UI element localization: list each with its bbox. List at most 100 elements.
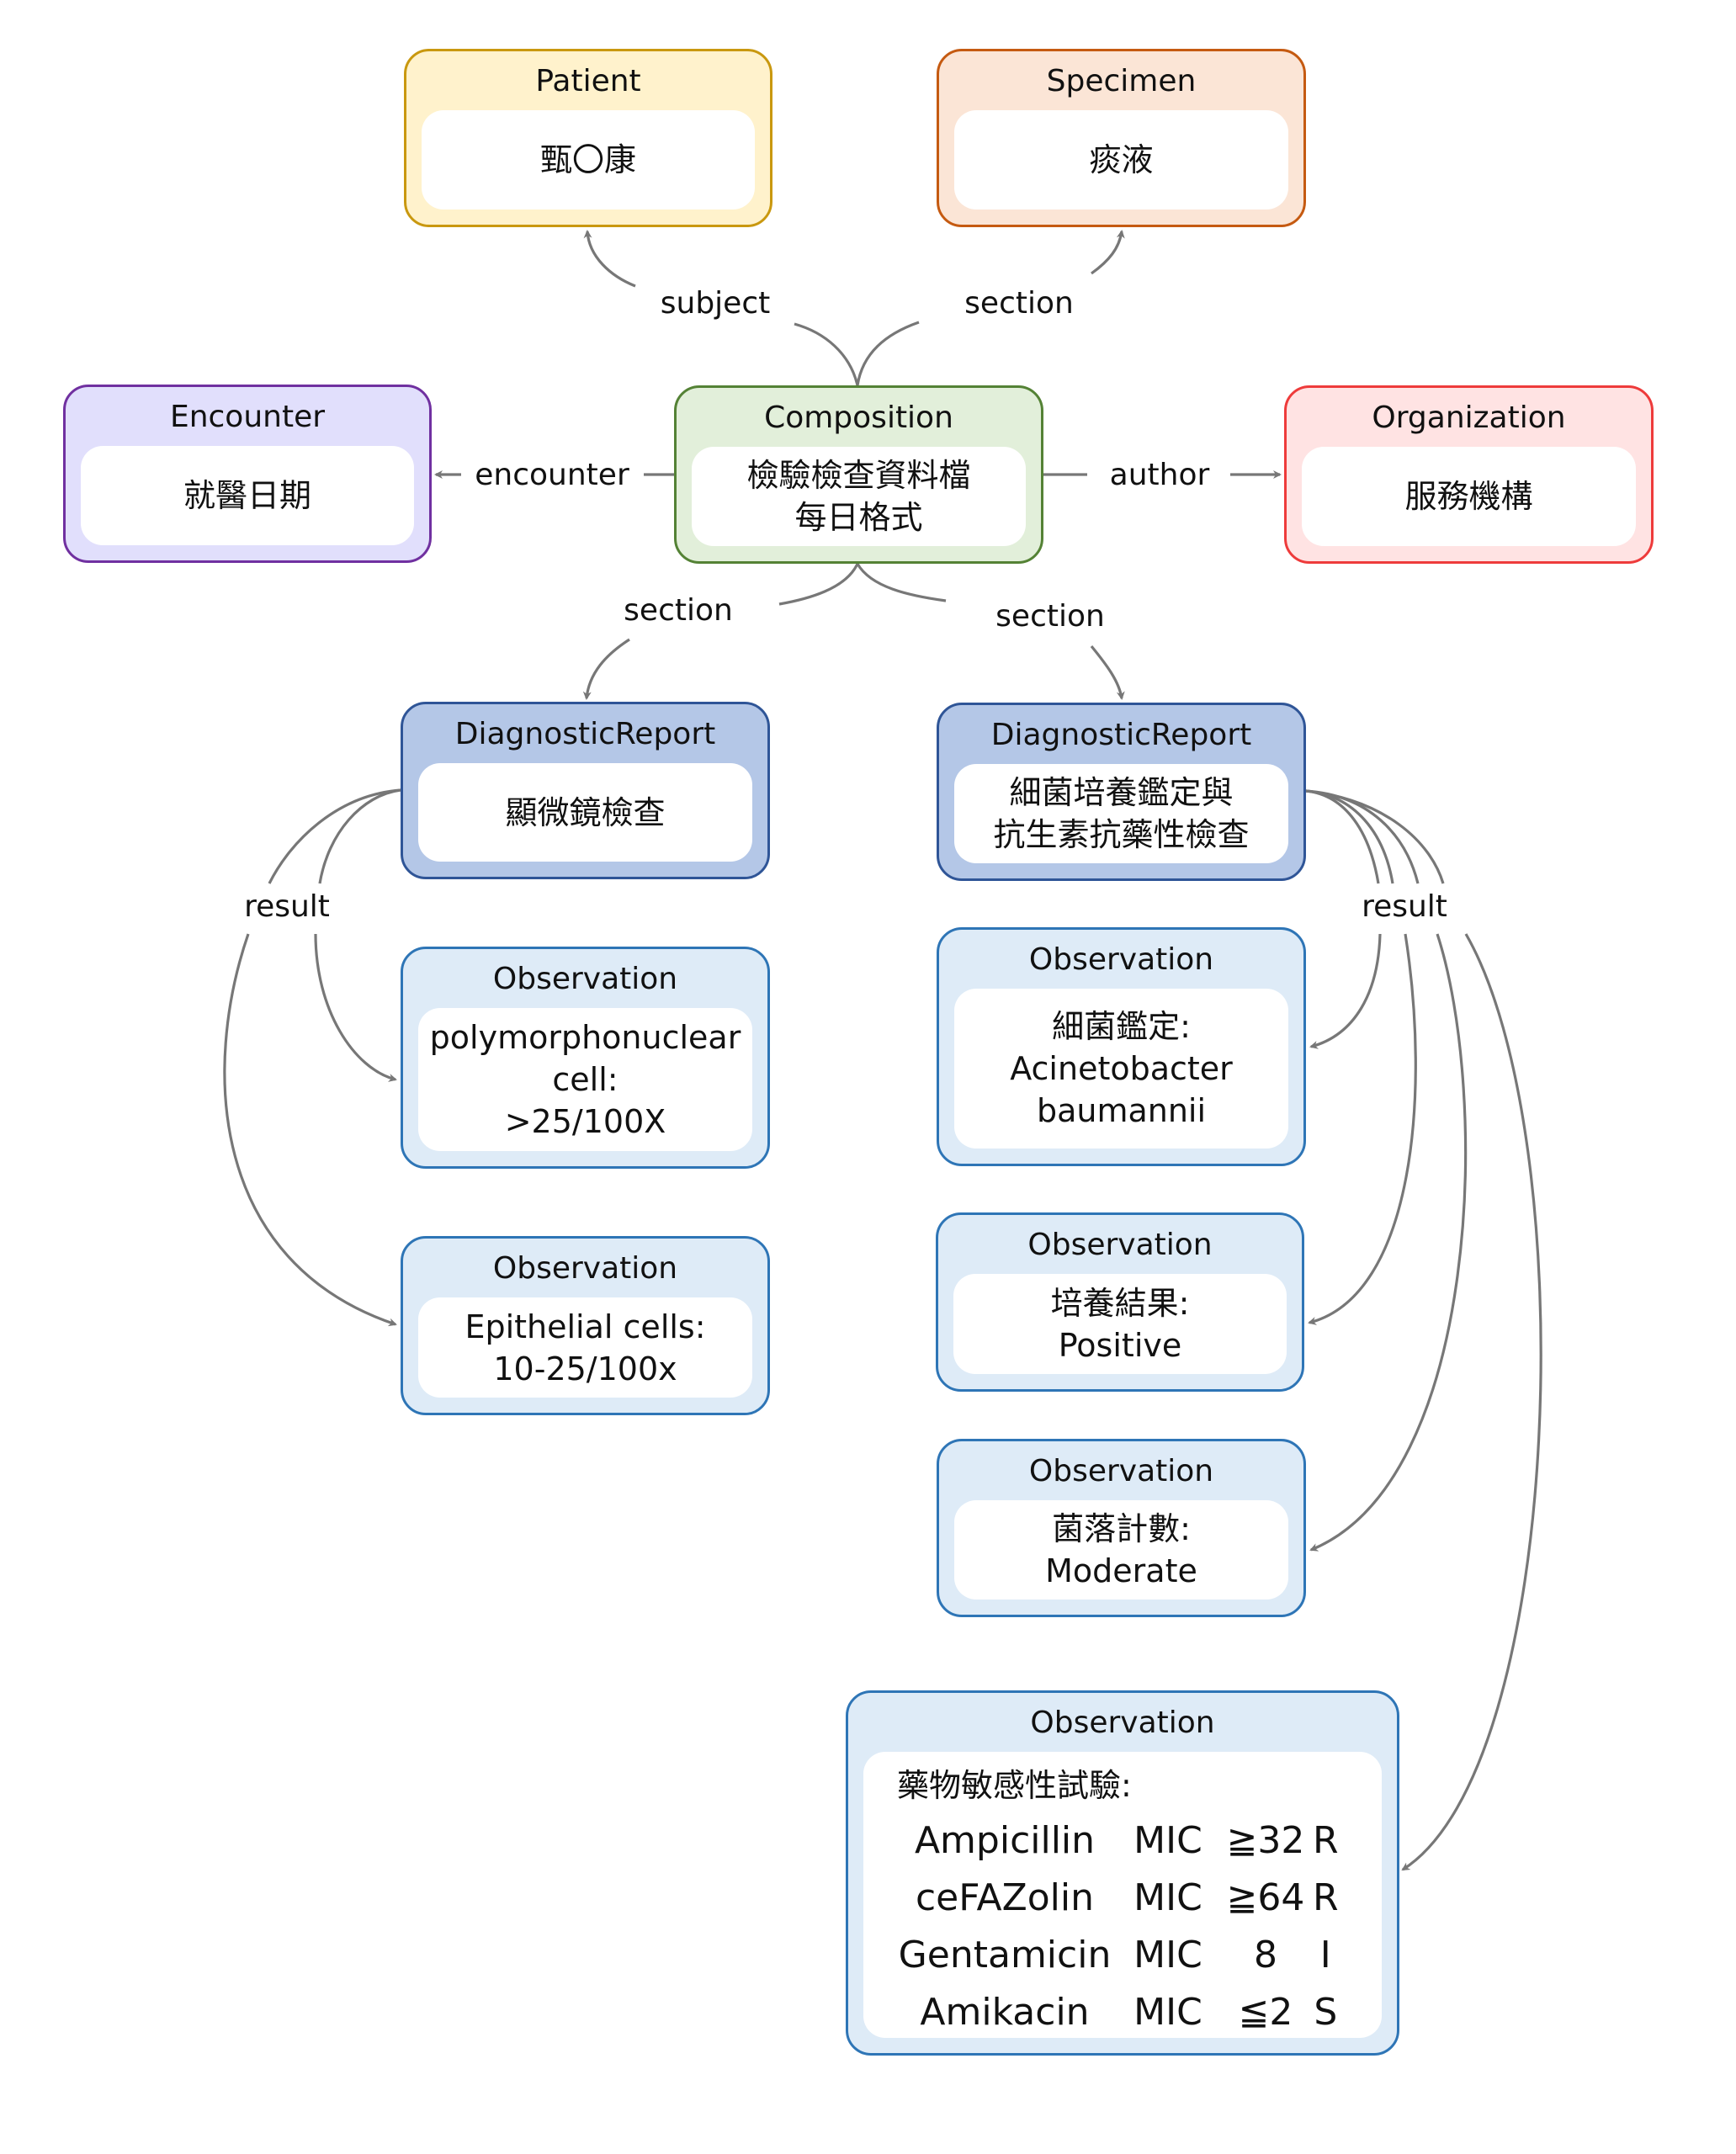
node-line: 甄〇康 [539, 141, 636, 178]
node-body: 甄〇康 [422, 110, 755, 210]
node-title: DiagnosticReport [454, 717, 716, 751]
test-method: MIC [1133, 1819, 1202, 1862]
edge-section-left-lower [582, 638, 630, 700]
drug-name: Gentamicin [898, 1934, 1112, 1976]
edge-result-left-epi-lower [223, 933, 397, 1327]
node-body: Epithelial cells: 10-25/100x [418, 1297, 752, 1398]
node-title: Specimen [1046, 64, 1197, 98]
edge-result-right-pos-upper [1305, 789, 1394, 884]
node-line: 顯微鏡檢查 [505, 793, 666, 831]
node-body: 就醫日期 [81, 446, 414, 545]
node-line: 細菌鑑定: [1052, 1008, 1191, 1045]
node-line: baumannii [1036, 1092, 1207, 1129]
drug-name: Ampicillin [914, 1819, 1096, 1862]
node-line: 細菌培養鑑定與 [1009, 774, 1234, 811]
node-line: 培養結果: [1050, 1284, 1190, 1322]
node-title: Encounter [169, 400, 326, 434]
node-line: 10-25/100x [493, 1350, 677, 1387]
node-body: 服務機構 [1302, 447, 1636, 546]
edge-result-right-id-lower [1309, 933, 1382, 1049]
node-line: 就醫日期 [183, 477, 311, 514]
node-obs-susceptibility[interactable]: Observation 藥物敏感性試驗: Ampicillin MIC ≧32 … [846, 1690, 1399, 2056]
node-body: 細菌鑑定: Acinetobacter baumannii [954, 989, 1288, 1149]
node-title: Composition [764, 401, 953, 435]
edge-label-result-right: result [1356, 889, 1452, 926]
edge-label-author: author [1104, 457, 1215, 494]
edge-label-subject: subject [655, 285, 776, 322]
node-title: Observation [1030, 1706, 1215, 1740]
drug-name: ceFAZolin [915, 1876, 1095, 1919]
node-body: 菌落計數: Moderate [954, 1500, 1288, 1600]
node-line: 菌落計數: [1052, 1510, 1191, 1547]
edge-label-encounter: encounter [470, 457, 634, 494]
node-obs-colony-count[interactable]: Observation 菌落計數: Moderate [937, 1439, 1306, 1617]
edge-label-section-specimen: section [959, 285, 1079, 322]
interpretation: R [1313, 1819, 1339, 1862]
node-title: Patient [535, 64, 641, 98]
edge-label-section-left: section [618, 592, 738, 629]
edge-result-left-epi-upper [268, 788, 401, 884]
edge-label-result-left: result [239, 889, 335, 926]
interpretation: R [1313, 1876, 1339, 1919]
node-encounter[interactable]: Encounter 就醫日期 [63, 385, 432, 563]
node-line: 每日格式 [794, 499, 923, 536]
test-method: MIC [1133, 1934, 1202, 1976]
node-title: DiagnosticReport [990, 718, 1252, 752]
node-composition[interactable]: Composition 檢驗檢查資料檔 每日格式 [674, 385, 1043, 564]
node-obs-epithelial[interactable]: Observation Epithelial cells: 10-25/100x [401, 1236, 770, 1415]
edge-result-right-mic-lower [1401, 933, 1542, 1871]
node-title: Organization [1372, 401, 1566, 435]
edge-section-specimen-upper [1091, 230, 1125, 275]
node-patient[interactable]: Patient 甄〇康 [404, 49, 772, 227]
edge-section-right-lower [1090, 645, 1125, 700]
node-line: 抗生素抗藥性檢查 [993, 816, 1250, 853]
node-organization[interactable]: Organization 服務機構 [1284, 385, 1654, 564]
edge-result-right-mod-lower [1309, 933, 1468, 1552]
node-line: 服務機構 [1404, 478, 1533, 515]
test-method: MIC [1133, 1876, 1202, 1919]
edge-result-right-mic-upper [1305, 789, 1445, 884]
edge-section-specimen-lower [856, 321, 920, 386]
node-specimen[interactable]: Specimen 痰液 [937, 49, 1306, 227]
node-line: polymorphonuclear [429, 1019, 741, 1056]
susceptibility-table: Ampicillin MIC ≧32 R ceFAZolin MIC ≧64 R… [892, 1812, 1339, 2041]
node-report-microscopy[interactable]: DiagnosticReport 顯微鏡檢查 [401, 702, 770, 879]
mic-value: 8 [1254, 1934, 1277, 1976]
node-line: >25/100X [504, 1103, 666, 1140]
node-body: polymorphonuclear cell: >25/100X [418, 1008, 752, 1151]
mic-value: ≦2 [1238, 1991, 1293, 2034]
node-title: Observation [492, 1251, 678, 1286]
table-row: Ampicillin MIC ≧32 R [892, 1812, 1339, 1870]
mic-value: ≧32 [1226, 1819, 1305, 1862]
node-obs-pmn[interactable]: Observation polymorphonuclear cell: >25/… [401, 947, 770, 1169]
test-method: MIC [1133, 1991, 1202, 2034]
drug-name: Amikacin [920, 1991, 1090, 2034]
edge-section-left-upper [778, 563, 859, 606]
node-line: Moderate [1045, 1552, 1197, 1589]
edge-result-right-id-upper [1305, 789, 1380, 884]
node-title: Observation [1028, 942, 1214, 977]
table-row: Gentamicin MIC 8 I [892, 1927, 1339, 1984]
node-body: 顯微鏡檢查 [418, 763, 752, 862]
edge-section-right-upper [856, 563, 947, 602]
node-line: Acinetobacter [1010, 1050, 1233, 1087]
node-title: Observation [492, 962, 678, 996]
table-row: ceFAZolin MIC ≧64 R [892, 1870, 1339, 1927]
node-line: 痰液 [1089, 141, 1154, 178]
node-obs-identification[interactable]: Observation 細菌鑑定: Acinetobacter baumanni… [937, 927, 1306, 1166]
edge-result-right-pos-lower [1308, 933, 1417, 1325]
node-line: Positive [1058, 1326, 1182, 1364]
table-row: Amikacin MIC ≦2 S [892, 1984, 1339, 2041]
node-body: 痰液 [954, 110, 1288, 210]
edge-subject-upper [583, 230, 636, 288]
edge-result-left-pmn-upper [318, 788, 401, 884]
node-report-culture[interactable]: DiagnosticReport 細菌培養鑑定與 抗生素抗藥性檢查 [937, 703, 1306, 881]
node-line: Epithelial cells: [465, 1308, 706, 1345]
node-line: cell: [552, 1061, 618, 1098]
node-title: Observation [1027, 1228, 1213, 1262]
node-obs-culture-result[interactable]: Observation 培養結果: Positive [936, 1212, 1304, 1392]
edge-label-section-right: section [990, 598, 1110, 635]
node-body: 培養結果: Positive [953, 1274, 1287, 1374]
interpretation: S [1314, 1991, 1338, 2034]
